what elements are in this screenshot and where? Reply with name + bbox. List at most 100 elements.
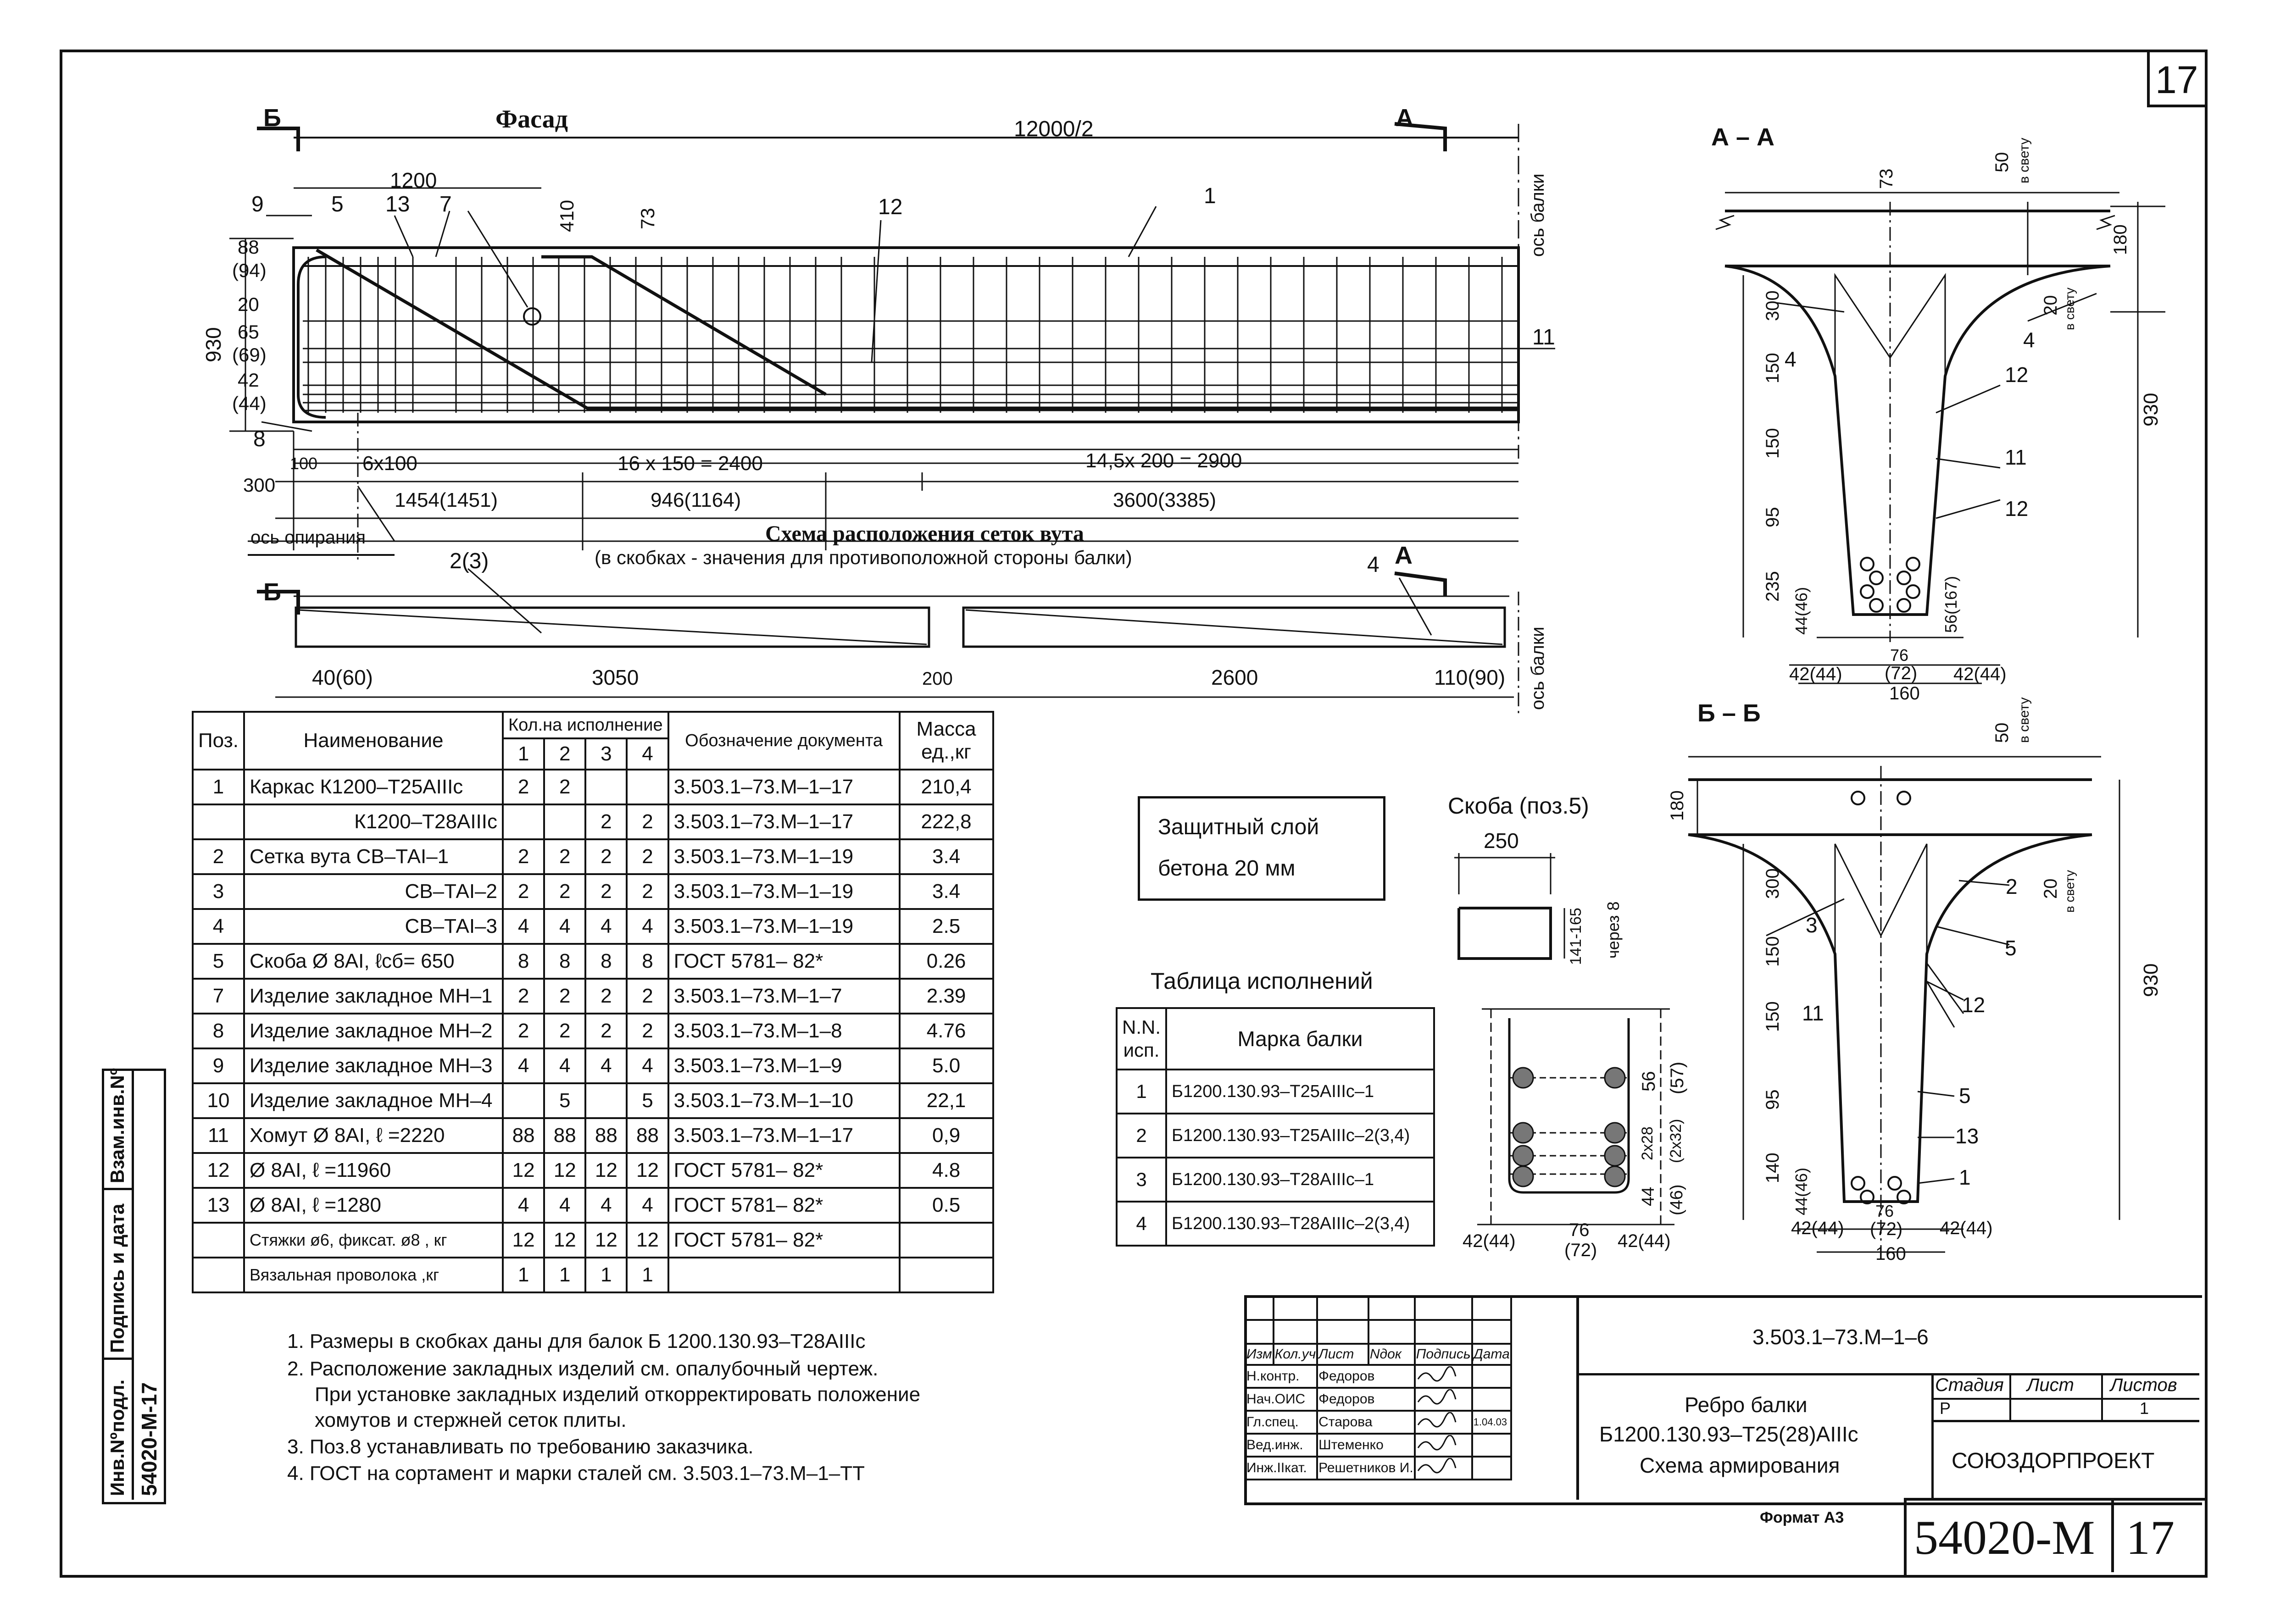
exec-table-title: Таблица исполнений [1151, 968, 1373, 994]
spec-cell-pos: 3 [192, 873, 245, 910]
facade-pos-13: 13 [385, 192, 410, 216]
exec-cell-mark: Б1200.130.93–Т28АIIIс–2(3,4) [1165, 1201, 1435, 1247]
spec-cell-q3: 88 [584, 1117, 628, 1154]
title-person-row: Инж.IIкат.Решетников И. [1244, 1456, 1512, 1480]
spec-cell-mass: 3.4 [898, 838, 994, 875]
sheet-format: Формат А3 [1760, 1509, 1844, 1526]
note-2c: хомутов и стержней сеток плиты. [315, 1409, 627, 1431]
spec-cell-doc: 3.503.1–73.М–1–17 [667, 804, 901, 840]
signature-scribble [1413, 1364, 1473, 1389]
spec-head-q2: 2 [543, 737, 587, 770]
spec-cell-name: Изделие закладное МН–1 [243, 978, 504, 1014]
spec-cell-mass: 210,4 [898, 769, 994, 805]
spec-cell-mass [898, 1257, 994, 1293]
section-bb-bottom: 160 [1875, 1244, 1906, 1264]
spec-cell-q3: 4 [584, 1187, 628, 1224]
spec-cell-q4: 5 [626, 1082, 669, 1119]
spec-cell-q2: 2 [543, 838, 587, 875]
title-person-role: Нач.ОИС [1244, 1387, 1318, 1412]
spec-cell-pos: 9 [192, 1048, 245, 1084]
spec-cell-doc: 3.503.1–73.М–1–19 [667, 908, 901, 945]
facade-left-dim: 20 [238, 294, 259, 315]
spec-cell-mass: 0.5 [898, 1187, 994, 1224]
spec-cell-name: Ø 8АI, ℓ =1280 [243, 1187, 504, 1224]
spec-cell-q3: 2 [584, 838, 628, 875]
spec-cell-doc: 3.503.1–73.М–1–9 [667, 1048, 901, 1084]
section-bb-pos: 3 [1806, 913, 1818, 937]
section-bb-top: 50 [1992, 722, 2012, 743]
section-bb-pos: 13 [1955, 1124, 1979, 1148]
spec-cell-q4: 2 [626, 804, 669, 840]
section-aa-pos: 11 [2005, 445, 2027, 469]
exec-head-num: N.N. исп. [1116, 1007, 1167, 1070]
signature-scribble [1413, 1456, 1473, 1480]
spec-cell-q2: 2 [543, 873, 587, 910]
facade-pos-9: 9 [251, 192, 264, 216]
spec-cell-doc: 3.503.1–73.М–1–19 [667, 873, 901, 910]
spec-cell-q2: 1 [543, 1257, 587, 1293]
spec-cell-q2: 2 [543, 978, 587, 1014]
spec-cell-pos: 5 [192, 943, 245, 980]
title-person-role: Вед.инж. [1244, 1433, 1318, 1458]
bracket-width: 250 [1484, 829, 1519, 853]
spec-cell-doc: ГОСТ 5781– 82* [667, 1152, 901, 1189]
facade-left-dim: 65 [238, 321, 259, 343]
spec-cell-q4: 2 [626, 978, 669, 1014]
spec-cell-q1: 2 [501, 873, 545, 910]
spec-cell-q3 [584, 1082, 628, 1119]
section-aa-right: в свету [2063, 288, 2077, 330]
section-bb-bottom: 76 [1875, 1202, 1894, 1220]
spec-cell-q4 [626, 769, 669, 805]
detail-drawing [1477, 1008, 1674, 1229]
section-aa-left: 150 [1763, 428, 1783, 459]
spec-cell-q1: 8 [501, 943, 545, 980]
section-aa-drawing [1715, 192, 2165, 684]
bracket-step: через 8 [1604, 901, 1623, 959]
spec-cell-q1 [501, 1082, 545, 1119]
spec-head-q1: 1 [501, 737, 545, 770]
spec-head-name: Наименование [243, 711, 504, 770]
detail-dim-bottom: (72) [1564, 1240, 1597, 1260]
title-sheets-head: Листов [2110, 1375, 2177, 1395]
section-bb-left: 150 [1763, 1001, 1783, 1032]
title-person-name: Федоров [1316, 1387, 1416, 1412]
spec-cell-q3: 2 [584, 1013, 628, 1049]
detail-dim-bottom: 76 [1569, 1220, 1590, 1240]
section-aa-top: в свету [2017, 138, 2032, 183]
title-doc-code: 3.503.1–73.М–1–6 [1752, 1325, 1929, 1349]
spec-cell-name: Сетка вута СВ–ТАI–1 [243, 838, 504, 875]
section-bb-left: 95 [1763, 1089, 1783, 1110]
sheet-number-top: 17 [2155, 58, 2198, 101]
facade-dim-14x200: 14,5x 200 = 2900 [1085, 449, 1242, 472]
detail-dim: 56 [1639, 1071, 1659, 1092]
spec-cell-q3: 2 [584, 978, 628, 1014]
spec-cell-mass: 5.0 [898, 1048, 994, 1084]
spec-cell-pos: 2 [192, 838, 245, 875]
spec-cell-mass: 22,1 [898, 1082, 994, 1119]
spec-cell-q4: 4 [626, 908, 669, 945]
title-sheet-head: Лист [2027, 1375, 2074, 1395]
note-4: 4. ГОСТ на сортамент и марки сталей см. … [287, 1462, 865, 1485]
section-aa-top: 180 [2110, 224, 2130, 255]
spec-cell-q1: 88 [501, 1117, 545, 1154]
section-bb-bottom: 42(44) [1940, 1218, 1993, 1238]
title-person-name: Решетников И. [1316, 1456, 1416, 1480]
spec-cell-q4: 4 [626, 1048, 669, 1084]
section-bb-left: 44(46) [1792, 1167, 1811, 1215]
facade-dim-100: 100 [290, 454, 318, 473]
title-head-cell: Лист [1316, 1343, 1369, 1366]
spec-cell-mass: 4.76 [898, 1013, 994, 1049]
spec-cell-pos: 13 [192, 1187, 245, 1224]
spec-cell-mass: 3.4 [898, 873, 994, 910]
spec-cell-q1: 12 [501, 1222, 545, 1258]
note-2: 2. Расположение закладных изделий см. оп… [287, 1358, 879, 1380]
title-person-row: Вед.инж.Штеменко [1244, 1433, 1512, 1458]
bracket-title: Скоба (поз.5) [1448, 793, 1589, 819]
